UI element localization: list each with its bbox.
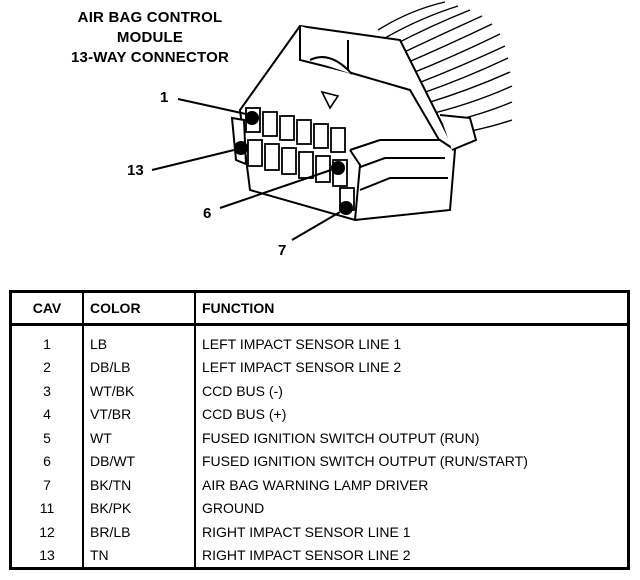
table-header-row: CAV COLOR FUNCTION: [10, 291, 629, 326]
cell-cav: 6: [10, 449, 84, 473]
title-line-3: 13-WAY CONNECTOR: [71, 49, 229, 66]
cell-cav: 4: [10, 402, 84, 426]
cell-cav: 11: [10, 496, 84, 520]
cell-function: CCD BUS (-): [202, 382, 283, 399]
cell-color: WT/BK: [83, 379, 196, 403]
cell-color: TN: [83, 543, 196, 569]
cell-function: AIR BAG WARNING LAMP DRIVER: [202, 476, 429, 493]
cell-color: VT/BR: [83, 402, 196, 426]
cell-function: RIGHT IMPACT SENSOR LINE 2: [202, 547, 411, 564]
column-header-color: COLOR: [83, 291, 196, 326]
diagram-title: AIR BAG CONTROL MODULE 13-WAY CONNECTOR: [40, 8, 260, 68]
cell-cav: 13: [10, 543, 84, 569]
cell-function: LEFT IMPACT SENSOR LINE 1: [202, 335, 402, 352]
cell-color: LB: [83, 324, 196, 356]
callout-label-1: 1: [160, 89, 169, 106]
cell-cav: 1: [10, 324, 84, 356]
cavity-1-pin: [245, 111, 259, 125]
cell-color: DB/WT: [83, 449, 196, 473]
column-header-cav: CAV: [10, 291, 84, 326]
cell-function: FUSED IGNITION SWITCH OUTPUT (RUN): [202, 429, 480, 446]
callout-label-13: 13: [127, 162, 144, 179]
cell-cav: 12: [10, 520, 84, 544]
cell-cav: 3: [10, 379, 84, 403]
connector-illustration: [151, 1, 513, 241]
cavity-6-pin: [331, 161, 345, 175]
column-header-function: FUNCTION: [195, 291, 629, 326]
title-line-2: MODULE: [116, 29, 184, 46]
cell-cav: 5: [10, 426, 84, 450]
cell-function: GROUND: [202, 500, 265, 517]
title-line-1: AIR BAG CONTROL: [77, 9, 223, 26]
leader-lines: [151, 98, 341, 241]
cell-color: BK/TN: [83, 473, 196, 497]
cell-color: BR/LB: [83, 520, 196, 544]
cell-function: LEFT IMPACT SENSOR LINE 2: [202, 359, 402, 376]
callout-label-7: 7: [278, 242, 287, 259]
cavity-13-pin: [234, 141, 248, 155]
callout-label-6: 6: [203, 205, 212, 222]
cell-function: RIGHT IMPACT SENSOR LINE 1: [202, 523, 411, 540]
cell-function: CCD BUS (+): [202, 406, 287, 423]
latch-marker: [320, 90, 340, 110]
cell-cav: 2: [10, 355, 84, 379]
filled-cavities: [234, 111, 353, 215]
cavity-7-pin: [339, 201, 353, 215]
cell-function: FUSED IGNITION SWITCH OUTPUT (RUN/START): [202, 453, 528, 470]
cell-color: BK/PK: [83, 496, 196, 520]
cell-color: DB/LB: [83, 355, 196, 379]
cell-color: WT: [83, 426, 196, 450]
cell-cav: 7: [10, 473, 84, 497]
